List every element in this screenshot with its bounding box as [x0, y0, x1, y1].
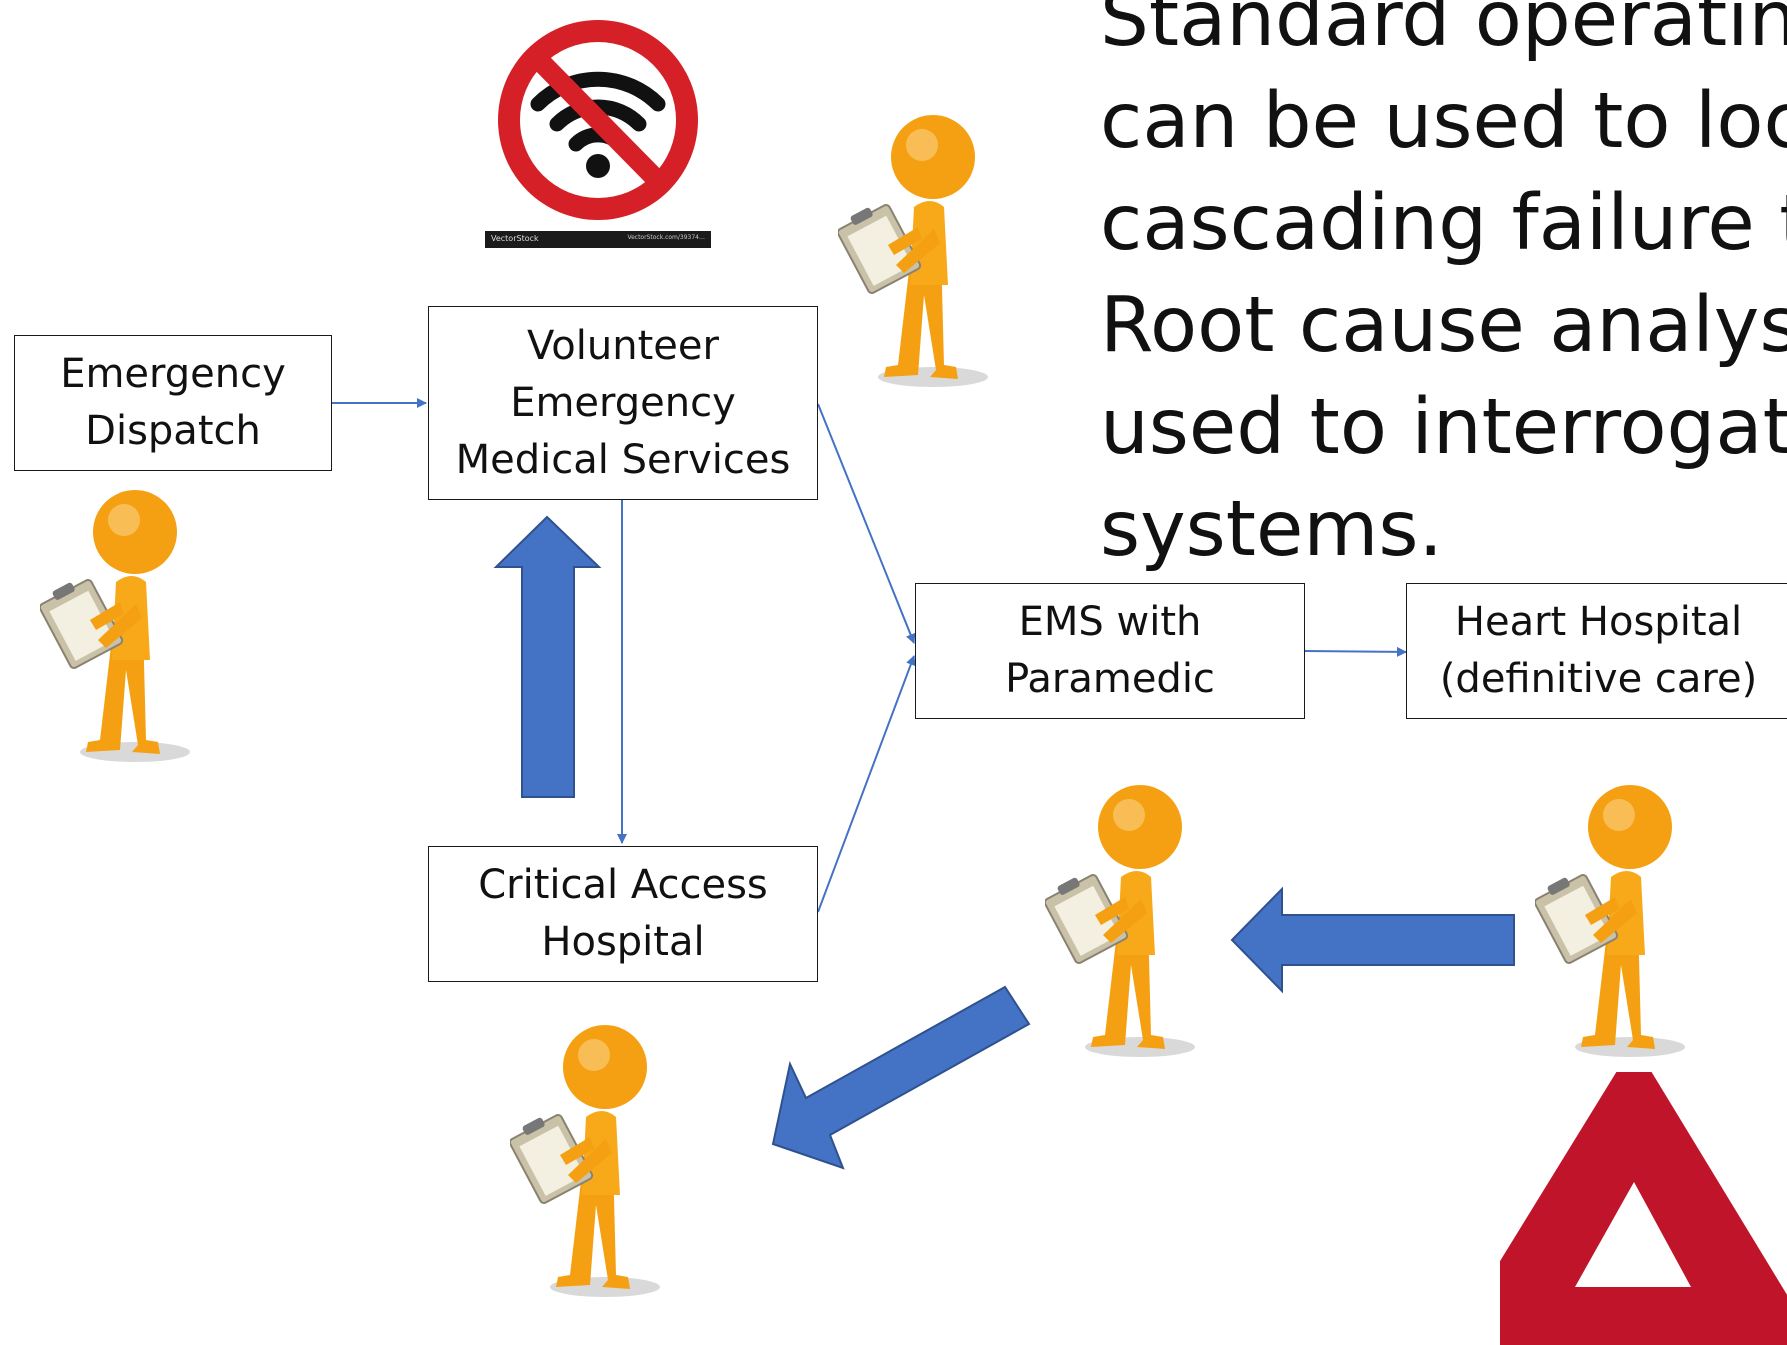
- node-label: Dispatch: [85, 408, 261, 454]
- paragraph-line: cascading failure trig: [1100, 179, 1787, 268]
- node-volunteer-ems: Volunteer Emergency Medical Services: [428, 306, 818, 500]
- paragraph-line: can be used to locat: [1100, 77, 1787, 166]
- watermark-right: VectorStock.com/39374…: [627, 234, 705, 241]
- block-arrow-down-left: [771, 985, 1031, 1170]
- block-arrow-left: [1230, 886, 1515, 994]
- connector-paramedic-to-heart: [1304, 646, 1407, 657]
- warning-triangle-icon: [1500, 1072, 1787, 1345]
- no-wifi-sign: VectorStock VectorStock.com/39374…: [485, 18, 711, 248]
- stick-figure-clipboard-icon: [1535, 785, 1686, 1058]
- node-label: Hospital: [541, 919, 705, 965]
- connector-volunteer-to-paramedic: [817, 403, 916, 644]
- stick-figure-clipboard-icon: [838, 115, 989, 388]
- watermark-left: VectorStock: [491, 234, 539, 243]
- node-label: Emergency: [60, 351, 286, 397]
- node-ems-paramedic: EMS with Paramedic: [915, 583, 1305, 719]
- paragraph-line: Standard operating: [1100, 0, 1787, 64]
- no-wifi-icon: [485, 20, 711, 248]
- node-label: Paramedic: [1005, 656, 1215, 702]
- node-heart-hospital: Heart Hospital (definitive care): [1406, 583, 1787, 719]
- stick-figure-clipboard-icon: [1045, 785, 1196, 1058]
- node-label: Critical Access: [478, 862, 768, 908]
- paragraph-line: systems.: [1100, 485, 1443, 574]
- node-label: Volunteer: [527, 322, 719, 369]
- node-label: EMS with: [1018, 599, 1202, 645]
- explanatory-paragraph: Standard operating can be used to locat …: [1100, 0, 1787, 581]
- paragraph-line: used to interrogate: [1100, 383, 1787, 472]
- paragraph-line: Root cause analysis: [1100, 281, 1787, 370]
- node-label: Medical Services: [455, 436, 791, 483]
- node-label: (definitive care): [1439, 656, 1758, 702]
- connector-critical-to-paramedic: [817, 655, 916, 913]
- block-arrow-up: [493, 515, 602, 798]
- node-critical-access-hospital: Critical Access Hospital: [428, 846, 818, 982]
- node-label: Emergency: [510, 379, 736, 426]
- stick-figure-clipboard-icon: [40, 490, 191, 763]
- stick-figure-clipboard-icon: [510, 1025, 661, 1298]
- node-emergency-dispatch: Emergency Dispatch: [14, 335, 332, 471]
- node-label: Heart Hospital: [1454, 599, 1743, 645]
